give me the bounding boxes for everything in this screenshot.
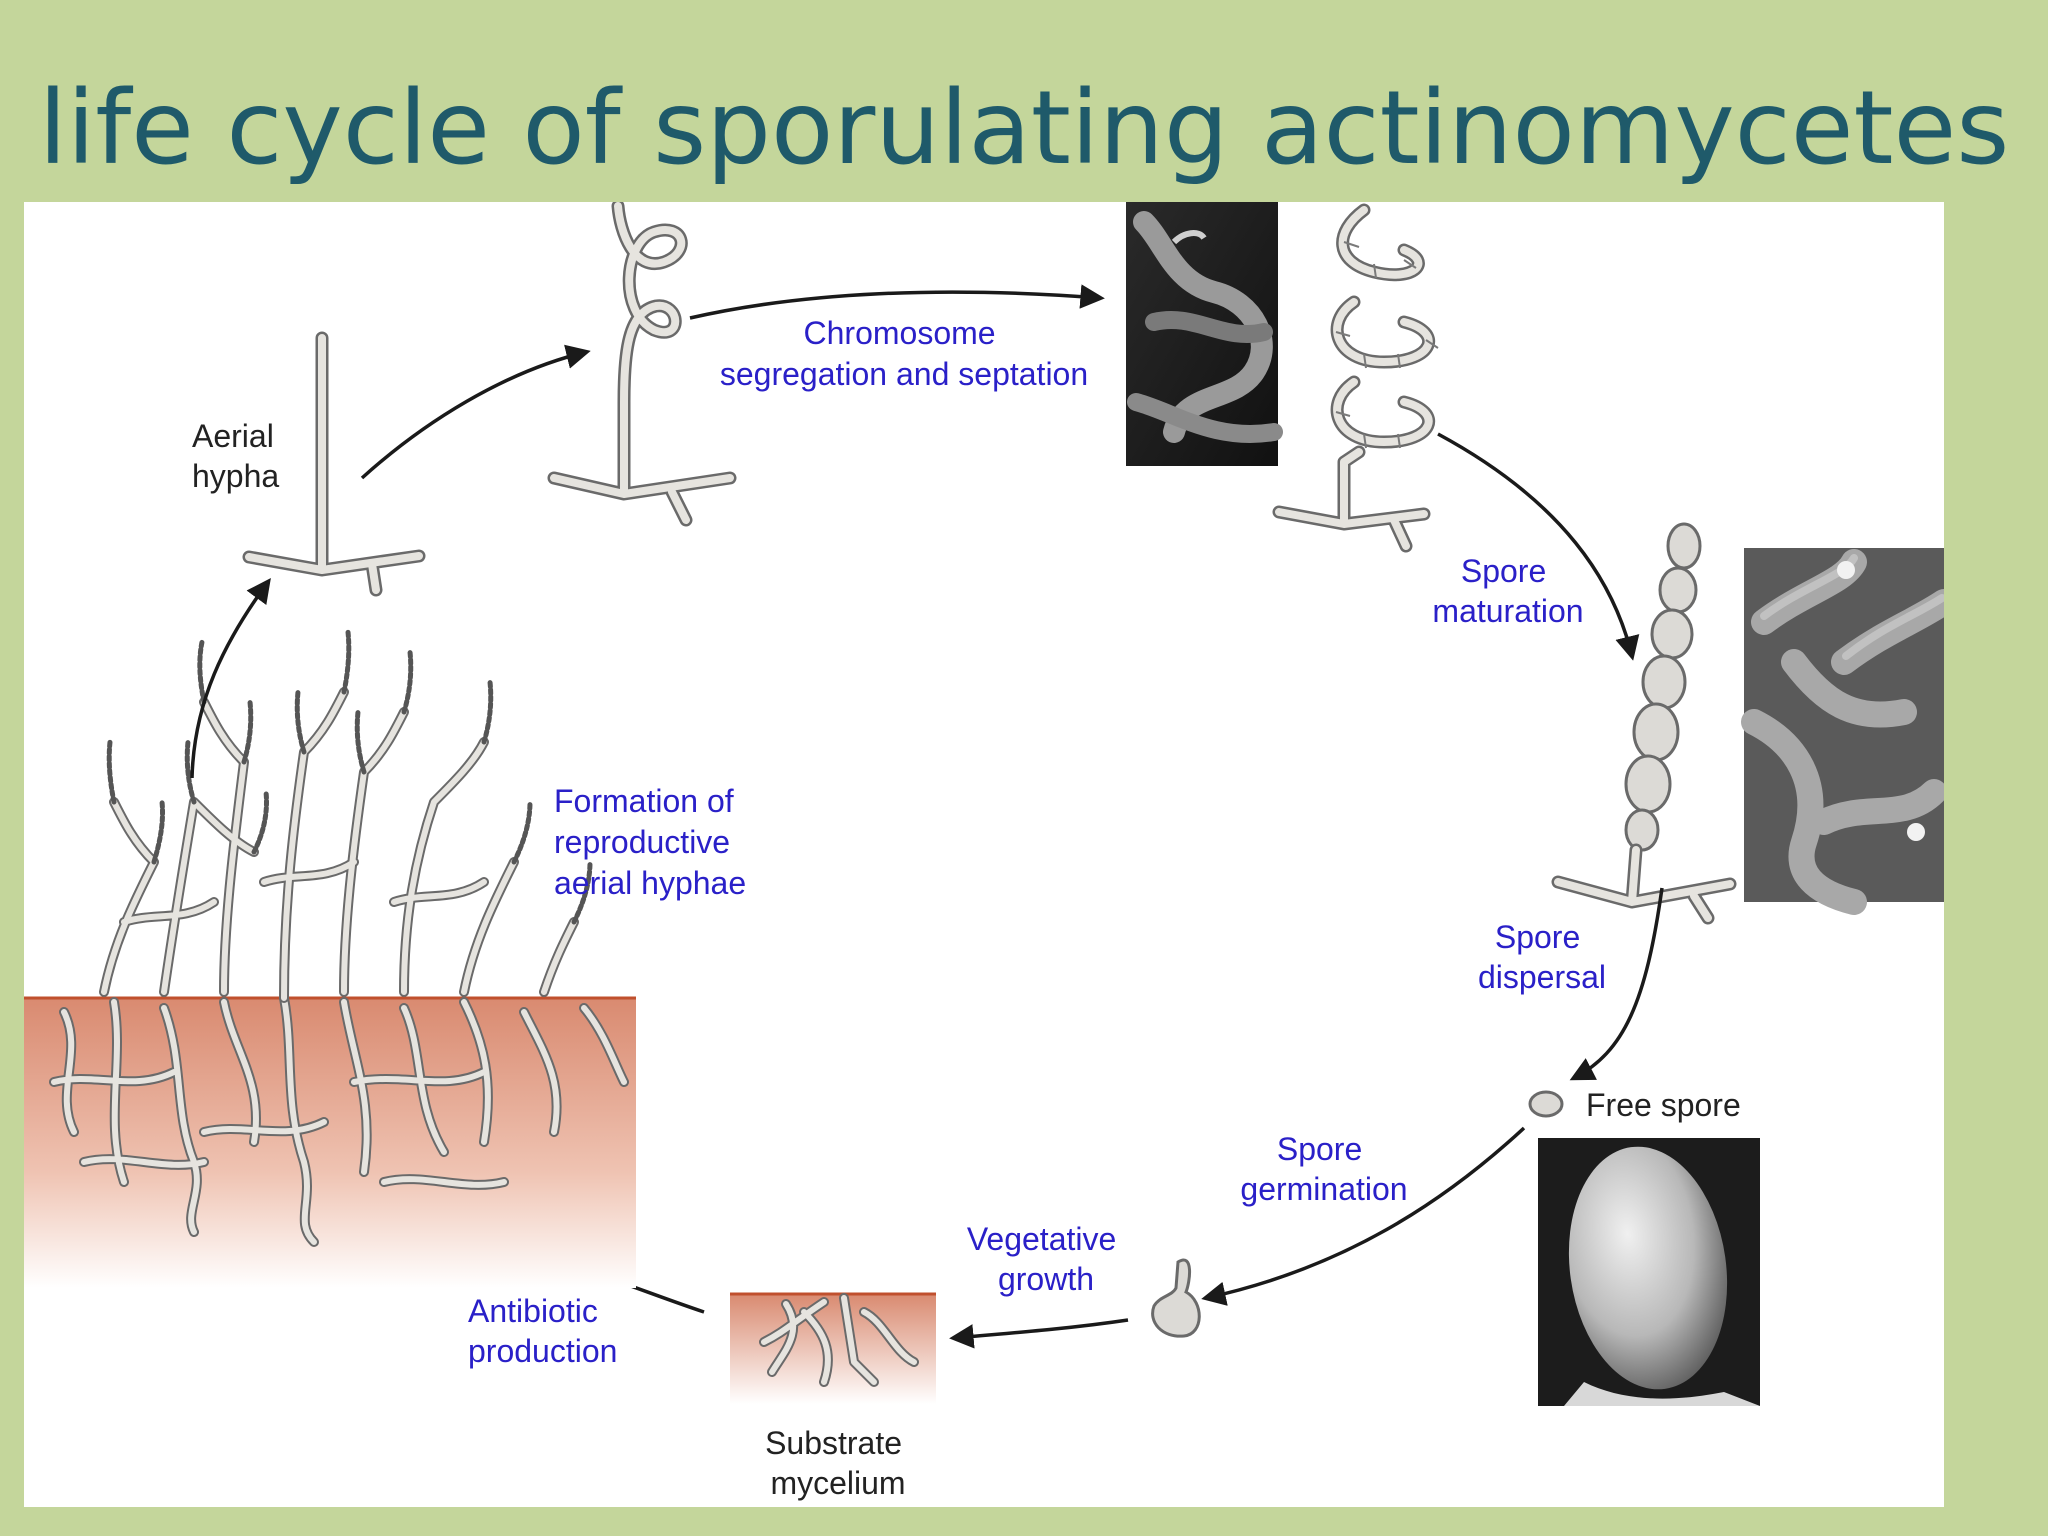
spore-chain-drawing [1551,522,1737,925]
label-formation-aerial-hyphae: Formation of reproductive aerial hyphae [554,783,746,901]
germinating-spore-drawing [1151,1258,1201,1338]
arrow-colony-to-aerial [190,578,271,779]
arrow-aerial-to-coil [360,344,591,480]
arrow-to-germination [1201,1126,1526,1306]
sem-photo-septation [1126,202,1283,466]
septated-coil-drawing [1272,203,1439,553]
coiling-hypha-drawing [547,202,737,527]
sem-photo-free-spore [1538,1138,1760,1406]
diagram-panel: Aerial hypha Chromosome segregation and … [24,202,1944,1507]
life-cycle-diagram: Aerial hypha Chromosome segregation and … [24,202,1944,1501]
label-free-spore: Free spore [1586,1087,1741,1123]
arrow-coil-to-septation [689,284,1105,320]
aerial-hypha-drawing [242,331,426,597]
label-substrate-mycelium: Substrate mycelium [765,1425,911,1501]
label-spore-dispersal: Spore dispersal [1478,919,1606,995]
mature-colony-drawing [24,629,636,1288]
arrow-to-maturation [1437,432,1640,661]
arrow-to-vegetative [949,1318,1129,1349]
arrow-to-dispersal [1569,887,1664,1081]
label-spore-germination: Spore germination [1240,1131,1407,1207]
label-antibiotic-production: Antibiotic production [468,1293,617,1369]
slide-title: life cycle of sporulating actinomycetes [38,69,2010,188]
label-vegetative-growth: Vegetative growth [967,1221,1125,1297]
free-spore-drawing [1528,1090,1564,1118]
label-spore-maturation: Spore maturation [1432,553,1583,629]
sem-photo-spore-chains [1741,548,1944,915]
substrate-mycelium-drawing [730,1292,936,1404]
label-chromosome-segregation: Chromosome segregation and septation [720,315,1088,392]
label-aerial-hypha: Aerial hypha [192,418,283,494]
